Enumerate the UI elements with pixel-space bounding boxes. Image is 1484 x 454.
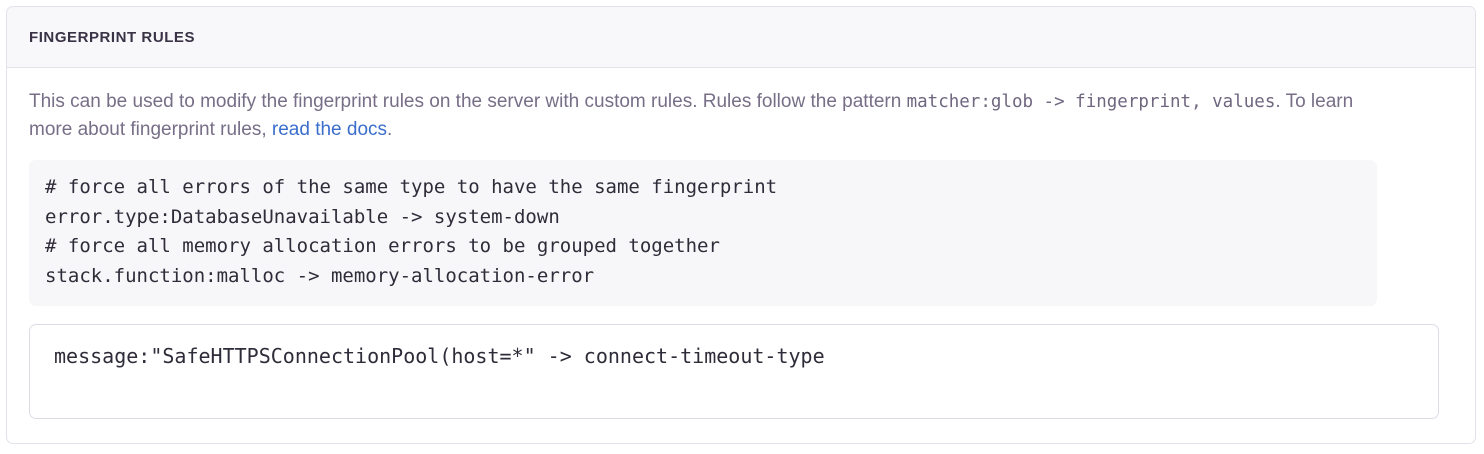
panel-header: FINGERPRINT RULES	[7, 7, 1475, 68]
code-line: # force all memory allocation errors to …	[45, 235, 720, 257]
page-title: FINGERPRINT RULES	[29, 28, 196, 46]
description-text-after-link: .	[387, 119, 393, 140]
panel-body: This can be used to modify the fingerpri…	[7, 68, 1475, 419]
inline-code-pattern: matcher:glob -> fingerprint, values	[906, 92, 1276, 112]
description-text: This can be used to modify the fingerpri…	[29, 88, 1374, 143]
read-the-docs-link[interactable]: read the docs	[271, 119, 388, 140]
code-line: # force all errors of the same type to h…	[45, 176, 778, 198]
fingerprint-rules-panel: FINGERPRINT RULES This can be used to mo…	[6, 6, 1476, 444]
example-code-block: # force all errors of the same type to h…	[29, 160, 1377, 306]
code-line: error.type:DatabaseUnavailable -> system…	[45, 205, 560, 228]
description-text-after-code: . To learn more about fingerprint rules,	[29, 91, 1354, 140]
fingerprint-rules-input[interactable]	[29, 324, 1439, 419]
description-text-before-code: This can be used to modify the fingerpri…	[29, 91, 907, 112]
code-line: stack.function:malloc -> memory-allocati…	[45, 264, 595, 287]
